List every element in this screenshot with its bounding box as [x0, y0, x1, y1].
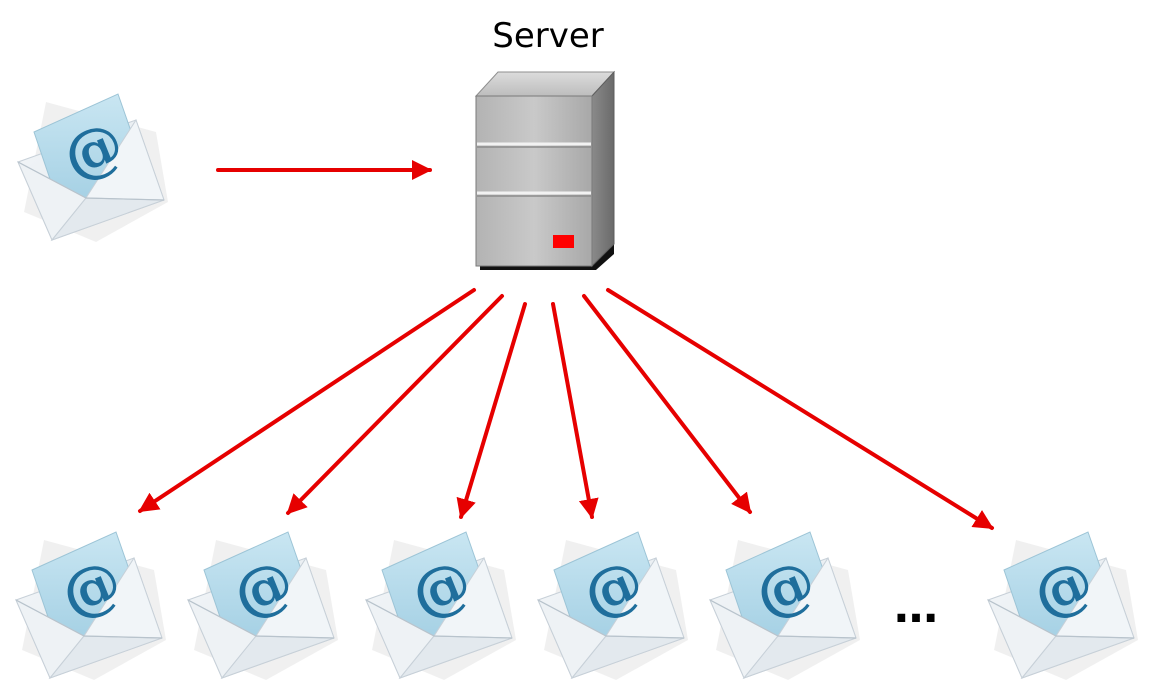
server-node: Server [474, 16, 616, 270]
server-indicator-light [553, 235, 574, 248]
server-icon [474, 70, 616, 270]
sender-email: @ [17, 93, 169, 243]
email-envelope-icon: @ [709, 531, 861, 681]
recipient-email-4: @ [537, 531, 689, 681]
email-envelope-icon: @ [537, 531, 689, 681]
server-label: Server [492, 16, 604, 56]
email-envelope-icon: @ [365, 531, 517, 681]
recipient-email-6: @ [987, 531, 1139, 681]
recipient-email-5: @ [709, 531, 861, 681]
arrow-server-to-recipient-1 [138, 288, 476, 513]
email-envelope-icon: @ [187, 531, 339, 681]
arrow-server-to-recipient-6 [606, 288, 994, 530]
arrow-server-to-recipient-3 [456, 302, 527, 519]
recipient-email-3: @ [365, 531, 517, 681]
recipient-email-1: @ [15, 531, 167, 681]
ellipsis-more-recipients: … [894, 582, 942, 633]
arrows-group [138, 160, 994, 530]
email-envelope-icon: @ [15, 531, 167, 681]
email-envelope-icon: @ [17, 93, 169, 243]
arrow-server-to-recipient-4 [551, 302, 599, 519]
arrow-server-to-recipient-2 [286, 294, 504, 515]
recipient-email-2: @ [187, 531, 339, 681]
arrow-server-to-recipient-5 [582, 294, 752, 514]
email-envelope-icon: @ [987, 531, 1139, 681]
